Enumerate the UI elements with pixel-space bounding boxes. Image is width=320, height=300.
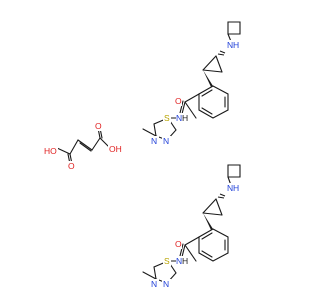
molecule-bottom: N H O N H S N N <box>142 164 241 289</box>
fumaric-hydroxyl-left: HO <box>44 146 57 156</box>
thiadiazole-ring-bottom <box>142 260 177 284</box>
thiadiazole-nitrogen-2-bottom: N <box>151 279 157 289</box>
fumaric-carbonyl-oxygen-left: O <box>68 161 75 171</box>
thiadiazole-ring-top <box>142 117 177 141</box>
thiadiazole-sulfur-top: S <box>164 113 170 123</box>
thiadiazole-nitrogen-1-bottom: N <box>163 279 169 289</box>
carbonyl-oxygen-top: O <box>175 96 182 106</box>
benzene-ring-top <box>198 85 229 119</box>
thiadiazole-nitrogen-2-top: N <box>151 136 157 146</box>
thiadiazole-nitrogen-1-top: N <box>163 136 169 146</box>
structure-canvas: N H O N H S N N HO O OH O <box>44 21 241 289</box>
amide-nitrogen-top: N <box>176 113 182 123</box>
cyclopropyl-ring-bottom <box>202 193 226 230</box>
amide-nitrogen-bottom: N <box>176 256 182 266</box>
amine-hydrogen-top: H <box>233 40 239 50</box>
amide-hydrogen-bottom: H <box>182 256 188 266</box>
amine-nitrogen-bottom: N <box>227 183 233 193</box>
benzene-ring-bottom <box>198 228 229 262</box>
cyclopropyl-ring-top <box>202 50 226 87</box>
carbonyl-oxygen-bottom: O <box>175 239 182 249</box>
amine-nitrogen-top: N <box>227 40 233 50</box>
chemical-structure: N H O N H S N N HO O OH O <box>44 21 241 289</box>
thiadiazole-sulfur-bottom: S <box>164 256 170 266</box>
amine-hydrogen-bottom: H <box>233 183 239 193</box>
fumaric-hydroxyl-right: OH <box>109 144 122 154</box>
molecule-top: N H O N H S N N <box>142 21 241 146</box>
fumaric-acid: HO O OH O <box>44 121 122 171</box>
fumaric-carbonyl-oxygen-right: O <box>95 121 102 131</box>
amide-hydrogen-top: H <box>182 113 188 123</box>
